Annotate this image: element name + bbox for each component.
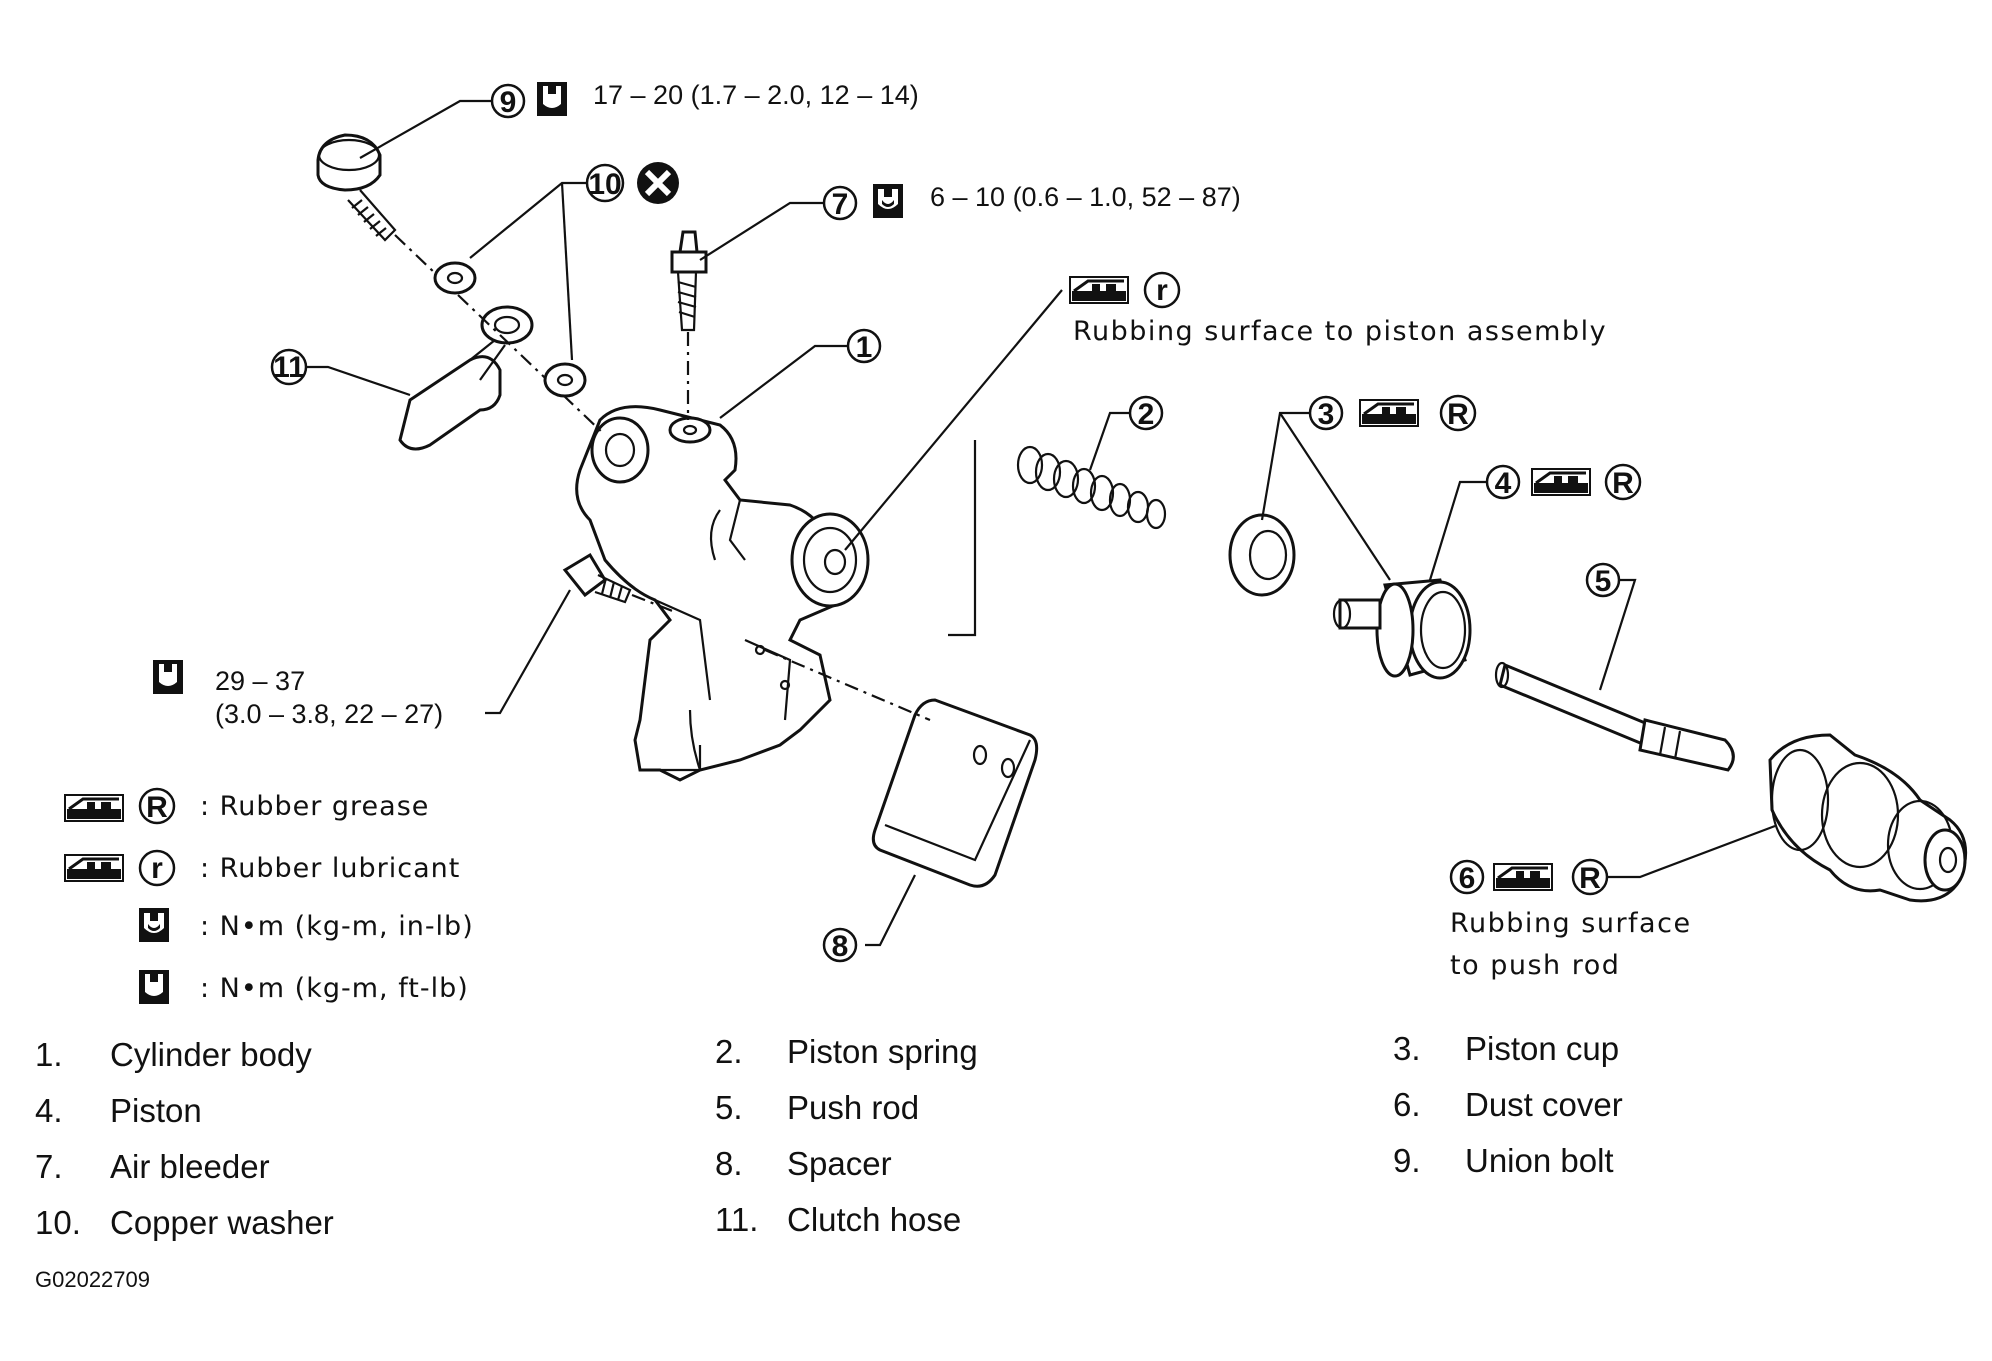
legend-symbol: r [151,852,163,885]
part-number: 2. [715,1033,743,1070]
part-number: 8. [715,1145,743,1182]
part-name: Union bolt [1465,1142,1614,1179]
mount-bolt-torque-1: 29 – 37 [215,666,305,696]
callout-11: 11 [270,348,308,386]
grease-icon [1492,862,1554,892]
ft-lb-torque-icon [153,660,183,694]
figure-id: G02022709 [35,1267,150,1292]
callout-5: 5 [1585,562,1621,598]
part-number: 4. [35,1092,63,1129]
grease-icon [1068,275,1130,305]
part-name: Dust cover [1465,1086,1623,1123]
in-lb-torque-icon [873,184,903,218]
part-name: Air bleeder [110,1148,270,1185]
part-name: Piston spring [787,1033,978,1070]
svg-text:6: 6 [1459,862,1476,895]
parts-list: 1. Cylinder body 2. Piston spring 3. Pis… [35,1030,1623,1241]
part-name: Clutch hose [787,1201,961,1238]
svg-text:R: R [1579,862,1601,895]
callout-7: 7 [822,185,858,221]
part-name: Cylinder body [110,1036,312,1073]
legend-symbol-circle [138,787,176,825]
legend-symbol: R [146,791,168,824]
rubber-grease-symbol: R [1439,394,1477,432]
piston-spring [1016,445,1167,530]
svg-text:11: 11 [273,351,305,384]
grease-icon [1358,398,1420,428]
callout-4: 4 [1485,464,1521,500]
part-number: 10. [35,1204,81,1241]
ft-lb-torque-icon [139,970,169,1004]
svg-text:2: 2 [1138,398,1155,431]
part-name: Piston cup [1465,1030,1619,1067]
clutch-hose [398,305,534,451]
part-number: 9. [1393,1142,1421,1179]
part-name: Copper washer [110,1204,334,1241]
svg-text:10: 10 [588,168,621,201]
svg-text:3: 3 [1318,398,1335,431]
svg-text:5: 5 [1595,565,1612,598]
svg-text:8: 8 [832,930,849,963]
part-name: Spacer [787,1145,892,1182]
piston-cup [1228,513,1296,597]
part-name: Piston [110,1092,202,1129]
union-bolt-torque: 17 – 20 (1.7 – 2.0, 12 – 14) [593,80,919,110]
grease-icon [63,853,125,883]
leader-lines [275,99,1776,947]
callout-6: 6 [1449,859,1485,895]
part-name: Push rod [787,1089,919,1126]
air-bleeder [670,230,708,332]
do-not-reuse-icon [637,162,679,204]
ft-lb-torque-icon [537,82,567,116]
cylinder-body [575,405,870,782]
grease-icon [1530,467,1592,497]
part-number: 5. [715,1089,743,1126]
part-number: 7. [35,1148,63,1185]
push-rod [1494,661,1735,772]
rubber-grease-symbol: R [1604,463,1642,501]
dust-cover [1768,733,1968,903]
svg-text:R: R [1612,467,1634,500]
mount-bolt [562,552,632,604]
svg-text:9: 9 [500,86,517,119]
rubber-lubricant-symbol: r [1143,271,1181,309]
callout-8: 8 [822,927,858,963]
legend-text: : N•m (kg-m, ft-lb) [200,973,469,1004]
legend-text: : N•m (kg-m, in-lb) [200,911,474,942]
callout-10: 10 [585,163,625,203]
part-number: 1. [35,1036,63,1073]
rubber-grease-symbol: R [1571,858,1609,896]
mount-bolt-torque-2: (3.0 – 3.8, 22 – 27) [215,699,443,729]
svg-text:1: 1 [856,331,873,364]
legend-symbol-circle [138,849,176,887]
air-bleeder-torque: 6 – 10 (0.6 – 1.0, 52 – 87) [930,182,1241,212]
callout-1: 1 [846,328,882,364]
in-lb-torque-icon [139,908,169,942]
note-push-rod-1: Rubbing surface [1450,908,1692,939]
part-number: 11. [715,1201,758,1238]
svg-text:R: R [1447,398,1469,431]
svg-text:7: 7 [832,188,849,221]
legend: R : Rubber grease r : Rubber lubricant :… [63,787,474,1004]
union-bolt [316,133,397,242]
part-number: 6. [1393,1086,1421,1123]
copper-washer [433,261,587,398]
callout-3: 3 [1308,395,1344,431]
note-piston-assembly: Rubbing surface to piston assembly [1073,316,1607,347]
grease-icon [63,793,125,823]
spacer [871,698,1039,888]
part-number: 3. [1393,1030,1421,1067]
legend-text: : Rubber lubricant [200,853,460,884]
svg-text:4: 4 [1495,467,1512,500]
note-push-rod-2: to push rod [1450,950,1620,981]
callout-2: 2 [1128,395,1164,431]
svg-text:r: r [1156,274,1168,307]
callout-9: 9 [490,83,526,119]
legend-text: : Rubber grease [200,791,429,822]
piston [1332,578,1472,680]
